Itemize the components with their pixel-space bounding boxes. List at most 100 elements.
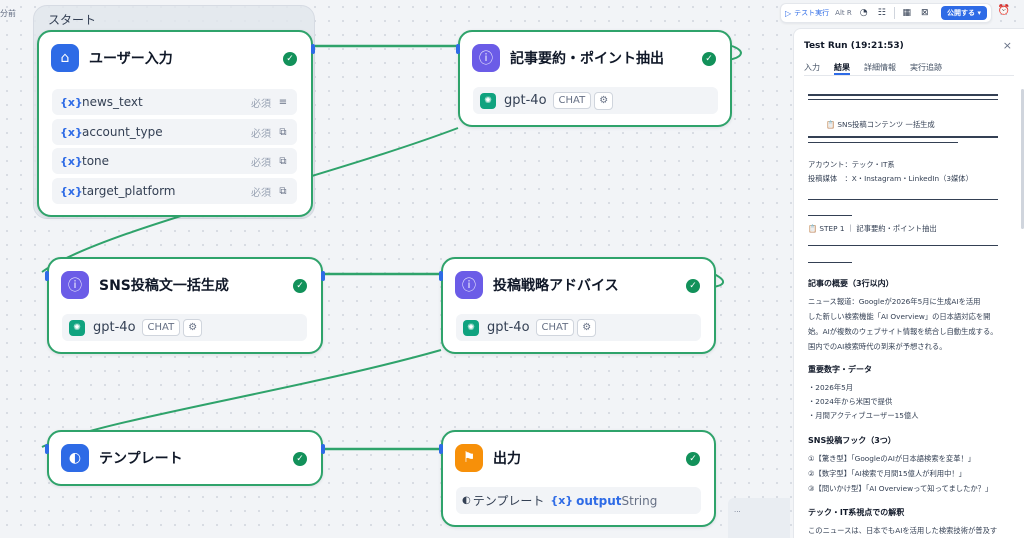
variables-icon[interactable]: ⊠ (920, 8, 929, 18)
select-icon: ⧉ (279, 155, 287, 167)
input-port[interactable] (439, 271, 443, 281)
close-icon[interactable]: × (1002, 39, 1012, 52)
input-port[interactable] (439, 444, 443, 454)
grid-icon[interactable]: ▦ (902, 8, 911, 18)
divider (808, 199, 998, 200)
input-port[interactable] (45, 444, 49, 454)
node-output[interactable]: ⚑ 出力 ✓ ◐ テンプレート {x} output String (439, 430, 716, 527)
result-line: 始。AIが複数のウェブサイト情報を統合し自動生成する。 (808, 327, 998, 336)
required-label: 必須 (251, 157, 271, 169)
workflow-canvas[interactable]: 分前 スタート ⌂ ユーザー入力 ✓ {x} news_text 必須 ≡ {x… (0, 0, 790, 538)
variable-name: account_type (82, 125, 163, 139)
history-icon[interactable]: ◔ (859, 8, 868, 18)
node-title: 投稿戦略アドバイス (493, 278, 619, 294)
success-check-icon: ✓ (293, 279, 307, 293)
result-line: した新しい検索機能「AI Overview」の日本語対応を開 (808, 312, 991, 321)
checklist-icon[interactable]: ☷ (877, 8, 886, 18)
tab-details[interactable]: 詳細情報 (864, 63, 896, 72)
openai-icon: ✺ (480, 92, 496, 109)
result-line: 国内でのAI検索時代の到来が予想される。 (808, 342, 947, 351)
node-strategy[interactable]: ⓘ 投稿戦略アドバイス ✓ ✺ gpt-4o CHAT ⚙ (439, 257, 716, 354)
divider (808, 215, 852, 216)
tab-result[interactable]: 結果 (834, 62, 850, 75)
tab-input[interactable]: 入力 (804, 63, 820, 72)
tab-trace[interactable]: 実行追跡 (910, 63, 942, 72)
variable-icon: {x} (60, 125, 83, 139)
input-port[interactable] (456, 44, 460, 54)
panel-title: Test Run (19:21:53) (804, 41, 904, 51)
divider (808, 245, 998, 246)
success-check-icon: ✓ (283, 52, 297, 66)
play-icon: ▷ (785, 8, 792, 18)
output-variable-name: output (576, 493, 622, 508)
node-sns-generation[interactable]: ⓘ SNS投稿文一括生成 ✓ ✺ gpt-4o CHAT ⚙ (45, 257, 325, 354)
input-variable[interactable]: {x} target_platform 必須 ⧉ (52, 178, 297, 204)
template-icon: ◐ (462, 495, 471, 506)
scrollbar[interactable] (1021, 89, 1024, 229)
node-template[interactable]: ◐ テンプレート ✓ (45, 430, 325, 486)
node-summary[interactable]: ⓘ 記事要約・ポイント抽出 ✓ ✺ gpt-4o CHAT ⚙ (456, 30, 732, 127)
llm-icon: ⓘ (455, 271, 483, 299)
model-settings-icon[interactable]: ⚙ (594, 91, 614, 110)
variable-icon: {x} (60, 184, 83, 198)
result-box-title: 📋 SNS投稿コンテンツ 一括生成 (826, 120, 935, 129)
variable-icon: {x} (60, 154, 83, 168)
variable-name: tone (82, 154, 110, 168)
output-port[interactable] (321, 444, 325, 454)
corner-label: 分前 (0, 9, 16, 18)
node-user-input[interactable]: ⌂ ユーザー入力 ✓ {x} news_text 必須 ≡ {x} accoun… (37, 30, 315, 217)
model-settings-icon[interactable]: ⚙ (577, 318, 597, 337)
divider (808, 262, 852, 263)
llm-icon: ⓘ (472, 44, 500, 72)
model-name: gpt-4o (504, 93, 547, 108)
result-line: 投稿媒体 ：X・Instagram・LinkedIn（3媒体） (808, 174, 973, 183)
model-name: gpt-4o (487, 320, 530, 335)
model-selector[interactable]: ✺ gpt-4o CHAT ⚙ (473, 87, 718, 114)
divider (808, 142, 958, 143)
divider (808, 99, 998, 100)
input-variable[interactable]: {x} news_text 必須 ≡ (52, 89, 297, 115)
openai-icon: ✺ (463, 319, 479, 336)
test-run-panel: Test Run (19:21:53) × 入力 結果 詳細情報 実行追跡 📋 … (793, 28, 1024, 538)
output-variable[interactable]: ◐ テンプレート {x} output String (456, 487, 701, 514)
select-icon: ⧉ (279, 126, 287, 138)
result-line: ①【驚き型】「GoogleのAIが日本語検索を変革！」 (808, 454, 976, 463)
test-run-label: テスト実行 (794, 9, 830, 17)
output-source: テンプレート (472, 494, 545, 508)
variable-name: news_text (82, 95, 143, 109)
required-label: 必須 (251, 128, 271, 140)
variable-icon: {x} (550, 494, 574, 507)
chat-badge: CHAT (141, 319, 181, 336)
select-icon: ⧉ (279, 185, 287, 197)
node-title: 出力 (493, 451, 521, 467)
result-line: ・月間アクティブユーザー15億人 (808, 411, 919, 420)
output-port[interactable] (311, 44, 315, 54)
result-line: ③【問いかけ型】「AI Overviewって知ってましたか？」 (808, 484, 993, 493)
minimap[interactable]: ... (728, 498, 790, 538)
input-port[interactable] (45, 271, 49, 281)
variable-icon: {x} (60, 95, 83, 109)
template-icon: ◐ (61, 444, 89, 472)
output-port[interactable] (321, 271, 325, 281)
node-title: テンプレート (99, 451, 183, 467)
home-icon: ⌂ (51, 44, 79, 72)
success-check-icon: ✓ (702, 52, 716, 66)
minimap-label: ... (734, 506, 741, 514)
input-variable[interactable]: {x} account_type 必須 ⧉ (52, 119, 297, 145)
model-selector[interactable]: ✺ gpt-4o CHAT ⚙ (456, 314, 701, 341)
publish-label: 公開する (947, 9, 976, 17)
result-line: アカウント：テック・IT系 (808, 160, 895, 169)
model-selector[interactable]: ✺ gpt-4o CHAT ⚙ (62, 314, 307, 341)
publish-button[interactable]: 公開する ▾ (941, 6, 987, 20)
input-variable[interactable]: {x} tone 必須 ⧉ (52, 148, 297, 174)
result-line: ニュース報道：Googleが2026年5月に生成AIを活用 (808, 297, 981, 306)
test-run-button[interactable]: ▷ テスト実行 (785, 8, 829, 18)
node-title: ユーザー入力 (89, 51, 173, 67)
model-settings-icon[interactable]: ⚙ (183, 318, 203, 337)
divider (808, 94, 998, 96)
node-title: 記事要約・ポイント抽出 (510, 51, 664, 67)
panel-tabs: 入力 結果 詳細情報 実行追跡 (804, 62, 1014, 76)
alarm-clock-icon[interactable]: ⏰ (997, 5, 1011, 16)
shortcut-hint: Alt R (835, 9, 852, 17)
chat-badge: CHAT (535, 319, 575, 336)
